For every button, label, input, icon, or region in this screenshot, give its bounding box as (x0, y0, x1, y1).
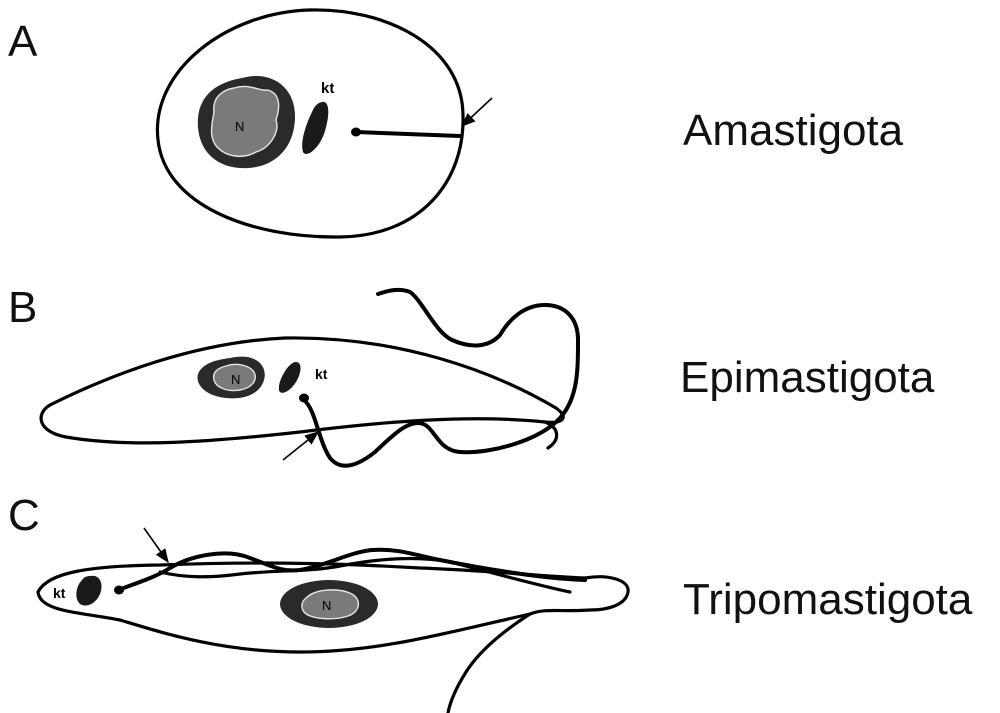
kinetoplast-label: kt (321, 80, 334, 97)
epimastigote-cell-body (41, 338, 563, 443)
nucleus-label: N (235, 119, 244, 134)
stage-name-epimastigota: Epimastigota (680, 353, 935, 402)
kinetoplast (302, 102, 328, 154)
panel-b: B Epimastigota N kt (8, 283, 935, 466)
kinetoplast (76, 576, 101, 606)
stage-name-amastigota: Amastigota (683, 106, 904, 155)
flagellum (304, 290, 578, 466)
nucleus: N (280, 580, 378, 628)
kinetoplast-label: kt (315, 366, 328, 382)
nucleus-label: N (322, 598, 331, 613)
undulating-membrane (545, 422, 557, 448)
flagellum-pointer-arrow (462, 98, 492, 126)
panel-letter-b: B (8, 283, 37, 332)
nucleus-label: N (231, 372, 240, 387)
stage-name-tripomastigota: Tripomastigota (683, 575, 973, 624)
panel-c: C Tripomastigota kt N (8, 491, 973, 713)
flagellum (356, 132, 460, 136)
kinetoplast (279, 362, 301, 393)
kinetoplast-label: kt (53, 585, 66, 601)
nucleus: N (198, 76, 295, 168)
flagellum-pointer-arrow (144, 528, 168, 562)
panel-letter-a: A (8, 17, 38, 66)
flagellum-pointer-arrow (283, 432, 318, 460)
basal-body (114, 586, 124, 595)
basal-body (299, 394, 309, 403)
panel-a: A Amastigota N kt (8, 10, 904, 237)
nucleus: N (197, 357, 264, 399)
panel-letter-c: C (8, 491, 40, 540)
